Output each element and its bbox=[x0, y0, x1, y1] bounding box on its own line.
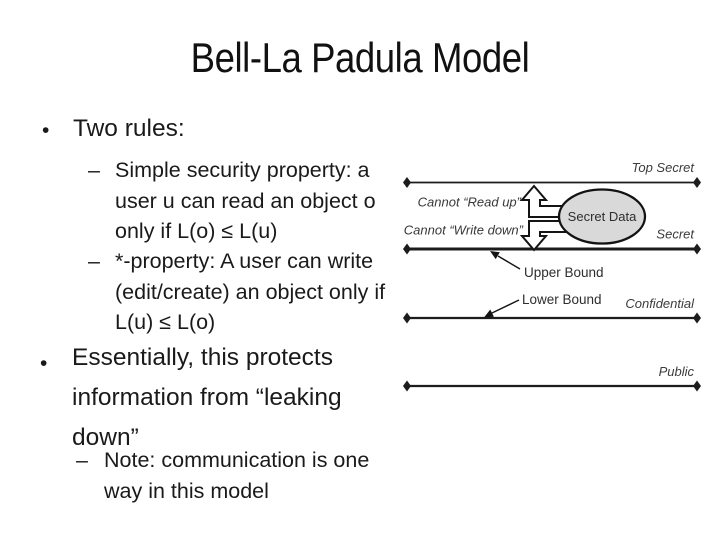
label-confidential: Confidential bbox=[625, 296, 695, 311]
lower-bound-arrowhead-icon bbox=[484, 309, 494, 318]
dash-marker: – bbox=[88, 158, 100, 182]
label-top-secret: Top Secret bbox=[632, 160, 696, 175]
diamond-endpoint bbox=[693, 380, 701, 392]
bla-security-levels-diagram: Top Secret Secret Confidential Public Se… bbox=[403, 160, 701, 392]
subbullet-note-text: Note: communication is one way in this m… bbox=[104, 448, 370, 503]
lower-bound-label: Lower Bound bbox=[522, 292, 602, 307]
bullet-two-rules-text: Two rules: bbox=[73, 115, 185, 142]
secret-data-label: Secret Data bbox=[568, 209, 637, 224]
subbullet-simple-security-text: Simple security property: a user u can r… bbox=[115, 158, 376, 243]
diamond-endpoint bbox=[403, 312, 411, 324]
slide-title: Bell-La Padula Model bbox=[190, 34, 530, 81]
diamond-endpoint bbox=[403, 177, 411, 188]
dash-marker: – bbox=[88, 249, 100, 273]
diamond-endpoint bbox=[693, 312, 701, 324]
bullet-dot-marker: • bbox=[40, 352, 48, 375]
label-public: Public bbox=[659, 364, 695, 379]
subbullet-note: – Note: communication is one way in this… bbox=[76, 445, 396, 506]
upper-bound-pointer-arrow bbox=[497, 255, 521, 270]
lower-bound-pointer-arrow bbox=[491, 299, 520, 314]
diamond-endpoint bbox=[403, 243, 411, 255]
upper-bound-arrowhead-icon bbox=[490, 251, 500, 260]
bullet-dot-marker: • bbox=[42, 119, 50, 142]
subbullet-star-property-text: *-property: A user can write (edit/creat… bbox=[115, 249, 386, 334]
write-down-block-arrow-icon bbox=[519, 220, 567, 252]
subbullet-simple-security: – Simple security property: a user u can… bbox=[88, 155, 400, 247]
label-secret: Secret bbox=[656, 227, 695, 242]
cannot-read-up-label: Cannot “Read up” bbox=[418, 195, 522, 210]
diamond-endpoint bbox=[693, 177, 701, 188]
diamond-endpoint bbox=[693, 243, 701, 255]
cannot-write-down-label: Cannot “Write down” bbox=[404, 223, 524, 238]
bullet-essentially: • Essentially, this protects information… bbox=[40, 338, 380, 458]
upper-bound-label: Upper Bound bbox=[524, 265, 604, 280]
subbullet-star-property: – *-property: A user can write (edit/cre… bbox=[88, 246, 400, 338]
diamond-endpoint bbox=[403, 380, 411, 392]
bullet-essentially-text: Essentially, this protects information f… bbox=[72, 344, 342, 451]
bullet-two-rules: • Two rules: bbox=[42, 113, 362, 147]
dash-marker: – bbox=[76, 448, 88, 472]
secret-data-ellipse bbox=[557, 188, 647, 245]
